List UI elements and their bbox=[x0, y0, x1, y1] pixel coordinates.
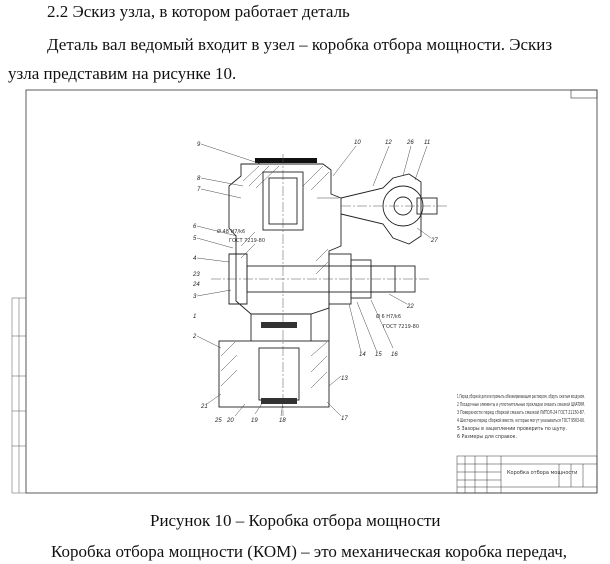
side-stamp bbox=[11, 297, 27, 494]
callout: 25 bbox=[214, 418, 222, 424]
callout: 22 bbox=[406, 304, 414, 310]
callout: 4 bbox=[193, 256, 197, 262]
callout: 5 bbox=[193, 236, 197, 242]
title-block-name: Коробка отбора мощности bbox=[507, 470, 577, 476]
callout: 9 bbox=[197, 142, 201, 148]
gost-annotation: ГОСТ 7219-80 bbox=[229, 238, 265, 244]
callout: 1 bbox=[193, 314, 196, 320]
note-line: 5 Зазоры в зацеплении проверить по щупу. bbox=[457, 426, 567, 432]
note-line: 6 Размеры для справок. bbox=[457, 434, 517, 440]
section-heading: 2.2 Эскиз узла, в котором работает детал… bbox=[47, 2, 350, 21]
callout-numbers: 9 8 7 6 5 4 3 2 1 10 12 26 11 27 22 16 1… bbox=[192, 140, 438, 424]
note-line: 3 Поверхности перед сборкой смазать смаз… bbox=[457, 409, 585, 416]
corner-box bbox=[570, 89, 598, 99]
callout: 24 bbox=[192, 282, 200, 288]
callout: 26 bbox=[406, 140, 414, 146]
fit-annotation: Ø 48 H7/k6 bbox=[217, 228, 245, 235]
technical-notes: 1 Перед сборкой детали промыть обезжирив… bbox=[457, 393, 585, 440]
callout: 18 bbox=[279, 418, 286, 424]
callout: 21 bbox=[200, 404, 208, 410]
assembly-drawing: 9 8 7 6 5 4 3 2 1 10 12 26 11 27 22 16 1… bbox=[11, 89, 598, 494]
gost-annotation: ГОСТ 7219-80 bbox=[383, 324, 419, 330]
drawing-frame bbox=[25, 89, 598, 494]
fit-annotation: Ø 6 H7/k6 bbox=[376, 313, 401, 320]
callout: 7 bbox=[197, 187, 201, 193]
leader-lines bbox=[196, 143, 432, 417]
note-line: 4 Шестерни перед сборкой ввести, которые… bbox=[457, 417, 585, 424]
callout: 14 bbox=[359, 352, 366, 358]
callout: 10 bbox=[354, 140, 361, 146]
callout: 13 bbox=[341, 376, 348, 382]
callout: 6 bbox=[193, 224, 197, 230]
gearbox-assembly bbox=[211, 154, 449, 416]
callout: 20 bbox=[226, 418, 234, 424]
callout: 12 bbox=[385, 140, 392, 146]
paragraph-line: Деталь вал ведомый входит в узел – короб… bbox=[47, 35, 553, 54]
callout: 15 bbox=[375, 352, 382, 358]
callout: 8 bbox=[197, 176, 201, 182]
paragraph-line: Коробка отбора мощности (КОМ) – это меха… bbox=[51, 542, 568, 561]
callout: 2 bbox=[192, 334, 197, 340]
callout: 27 bbox=[430, 238, 438, 244]
callout: 19 bbox=[251, 418, 258, 424]
callout: 23 bbox=[192, 272, 200, 278]
note-line: 1 Перед сборкой детали промыть обезжирив… bbox=[457, 393, 585, 400]
callout: 11 bbox=[424, 140, 430, 146]
callout: 3 bbox=[193, 294, 197, 300]
note-line: 2 Посадочные элементы и уплотнительные п… bbox=[457, 401, 585, 408]
callout: 16 bbox=[391, 352, 398, 358]
paragraph-line: узла представим на рисунке 10. bbox=[8, 64, 237, 83]
callout: 17 bbox=[341, 416, 348, 422]
figure-caption: Рисунок 10 – Коробка отбора мощности bbox=[150, 511, 441, 530]
title-block bbox=[456, 455, 598, 494]
